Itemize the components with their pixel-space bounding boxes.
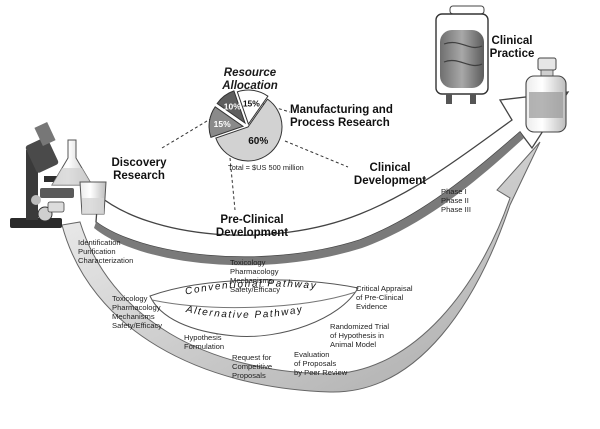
- resource-pie-chart: 60%15%10%15%: [208, 89, 283, 162]
- task-item: Characterization: [78, 256, 134, 265]
- resource-allocation-title: Resource Allocation: [214, 67, 286, 93]
- step-randomized-trial: Randomized Trial of Hypothesis in Animal…: [330, 322, 389, 349]
- stage-manufacturing: Manufacturing and Process Research: [290, 104, 393, 130]
- phase-item: Phase III: [441, 205, 471, 214]
- pie-slice: [208, 106, 245, 139]
- stage-preclinical-line2: Development: [215, 227, 289, 239]
- stage-manufacturing-line2: Process Research: [290, 117, 390, 129]
- task-item: Mechanisms: [112, 312, 155, 321]
- step-line: of Pre-Clinical: [356, 293, 404, 302]
- task-item: Safety/Efficacy: [230, 285, 281, 294]
- vial-icon: [525, 57, 567, 133]
- pie-slice: [216, 90, 246, 125]
- main-arrow-shade: [94, 132, 524, 266]
- step-line: of Proposals: [294, 359, 337, 368]
- stage-clinical-development: Clinical Development: [350, 162, 430, 188]
- alternative-pathway-label: Alternative Pathway: [184, 304, 304, 321]
- task-item: Toxicology: [112, 294, 148, 303]
- step-line: Critical Appraisal: [356, 284, 413, 293]
- step-request-proposals: Request for Competitive Proposals: [232, 353, 272, 380]
- alternative-pathway-text: Alternative Pathway: [184, 304, 303, 321]
- stage-clinical-practice: Clinical Practice: [482, 35, 542, 61]
- task-item: Toxicology: [230, 258, 266, 267]
- task-item: Identification: [78, 238, 121, 247]
- pie-slice: [236, 89, 269, 126]
- step-line: Proposals: [232, 371, 266, 380]
- dashed-connectors: [161, 103, 349, 211]
- task-item: Purification: [78, 247, 116, 256]
- step-hypothesis-formulation: Hypothesis Formulation: [184, 333, 224, 351]
- step-evaluation-proposals: Evaluation of Proposals by Peer Review: [294, 350, 347, 377]
- task-item: Pharmacology: [230, 267, 279, 276]
- stage-discovery-line1: Discovery: [111, 157, 167, 169]
- step-line: Evidence: [356, 302, 388, 311]
- clinical-phases: Phase I Phase II Phase III: [441, 187, 471, 214]
- beaker-icon: [79, 181, 107, 215]
- conventional-tasks: Toxicology Pharmacology Mechanisms Safet…: [230, 258, 280, 294]
- stage-preclinical-line1: Pre-Clinical: [220, 214, 284, 226]
- stage-clinical-development-line1: Clinical: [369, 162, 411, 174]
- resource-allocation-title-line1: Resource: [223, 67, 277, 79]
- phase-item: Phase I: [441, 187, 467, 196]
- pie-slice-label: 15%: [214, 119, 231, 129]
- pie-slice-label: 10%: [224, 102, 241, 112]
- step-line: Animal Model: [330, 340, 377, 349]
- pathway-loop: [149, 279, 359, 338]
- conventional-pathway-label: Conventional Pathway: [184, 278, 318, 297]
- step-line: Hypothesis: [184, 333, 222, 342]
- stage-clinical-practice-line1: Clinical: [491, 35, 533, 47]
- task-item: Safety/Efficacy: [112, 321, 163, 330]
- step-line: Randomized Trial: [330, 322, 390, 331]
- task-item: Mechanisms: [230, 276, 273, 285]
- step-line: Evaluation: [294, 350, 330, 359]
- step-critical-appraisal: Critical Appraisal of Pre-Clinical Evide…: [356, 284, 413, 311]
- pie-slice-label: 60%: [248, 136, 268, 147]
- stage-manufacturing-line1: Manufacturing and: [290, 104, 393, 116]
- pie-slice-label: 15%: [243, 99, 260, 109]
- stage-preclinical-development: Pre-Clinical Development: [212, 214, 292, 240]
- stage-clinical-practice-line2: Practice: [489, 48, 535, 60]
- stage-discovery-line2: Research: [113, 170, 165, 182]
- step-line: Request for: [232, 353, 272, 362]
- resource-allocation-title-line2: Allocation: [222, 80, 278, 92]
- step-line: Formulation: [184, 342, 225, 351]
- conventional-pathway-text: Conventional Pathway: [184, 278, 316, 297]
- pie-slice: [215, 98, 283, 162]
- iv-bag-icon: [435, 5, 489, 104]
- stage-clinical-development-line2: Development: [353, 175, 427, 187]
- stage-discovery-research: Discovery Research: [104, 157, 174, 183]
- outer-swoosh: [61, 141, 541, 393]
- phase-item: Phase II: [441, 196, 469, 205]
- step-line: Competitive: [232, 362, 273, 371]
- task-item: Pharmacology: [112, 303, 161, 312]
- flask-icon: [51, 139, 93, 186]
- discovery-tasks: Identification Purification Characteriza…: [78, 238, 133, 265]
- alternative-tasks: Toxicology Pharmacology Mechanisms Safet…: [112, 294, 162, 330]
- pathway-divider: [151, 291, 357, 309]
- step-line: by Peer Review: [294, 368, 348, 377]
- step-line: of Hypothesis in: [330, 331, 385, 340]
- total-cost: Total = $US 500 million: [228, 163, 304, 172]
